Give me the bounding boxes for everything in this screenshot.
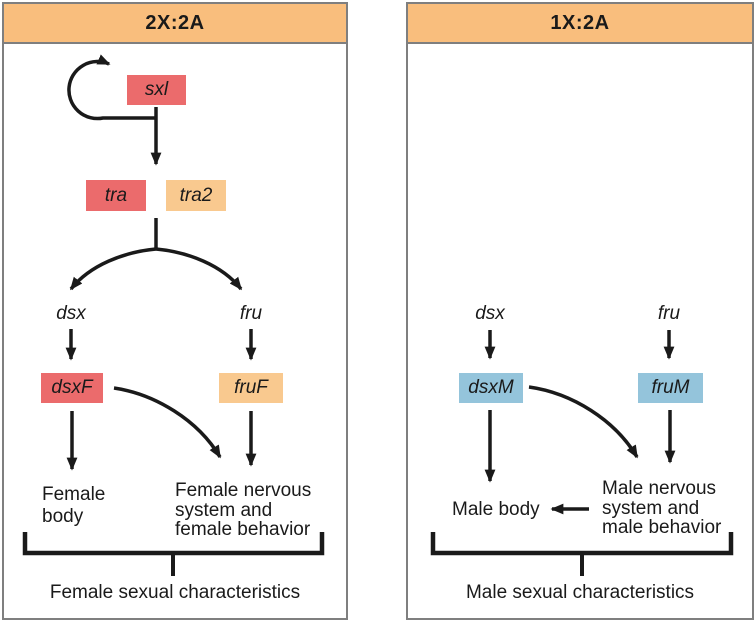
gene-box-tra: tra [86,180,146,211]
gene-label-fru-female: fru [239,303,263,324]
panel-header-male: 1X:2A [408,4,752,44]
gene-box-tra2: tra2 [166,180,226,211]
outcome-female-body: Female body [42,484,106,527]
gene-label-sxl: sxl [144,79,169,100]
gene-box-sxl: sxl [127,75,186,105]
panel-header-female: 2X:2A [4,4,346,44]
outcome-male-nervous: Male nervous system and male behavior [602,478,722,538]
gene-box-dsxf: dsxF [41,373,103,403]
gene-label-dsxf: dsxF [51,377,93,398]
gene-label-tra2: tra2 [179,184,213,206]
gene-label-dsx-female: dsx [56,303,86,324]
panel-female-2x2a: 2X:2A [2,2,348,620]
gene-box-frum: fruM [638,373,703,403]
outcome-male-body: Male body [452,499,540,520]
panel-male-1x2a: 1X:2A [406,2,754,620]
gene-label-fru-male: fru [657,303,681,324]
gene-box-fruf: fruF [219,373,283,403]
panel-title-female: 2X:2A [145,11,205,34]
panel-title-male: 1X:2A [550,11,610,34]
bracket-label-male: Male sexual characteristics [465,582,695,603]
gene-label-dsx-male: dsx [475,303,505,324]
gene-box-dsxm: dsxM [459,373,523,403]
outcome-female-nervous: Female nervous system and female behavio… [175,480,312,540]
bracket-label-female: Female sexual characteristics [49,582,301,603]
gene-label-tra: tra [104,184,128,206]
gene-label-frum: fruM [651,377,690,398]
gene-label-fruf: fruF [234,377,268,398]
gene-label-dsxm: dsxM [468,377,514,398]
